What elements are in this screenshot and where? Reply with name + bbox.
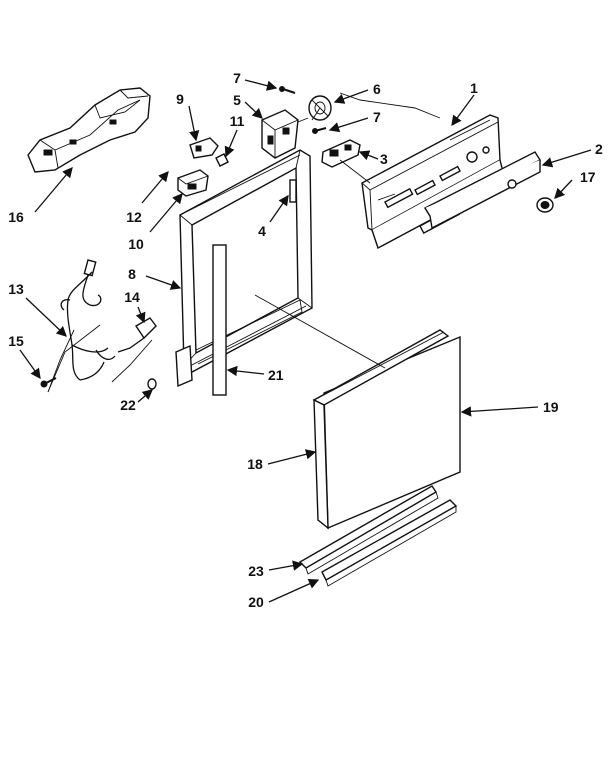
part-20-kick-strip [321, 499, 458, 587]
part-13-wire-harness [47, 259, 116, 393]
callout-22: 22 [120, 397, 136, 413]
callout-7-mid: 7 [373, 109, 381, 125]
part-23-trim [298, 485, 439, 575]
callout-10: 10 [128, 236, 144, 252]
callout-18: 18 [247, 456, 263, 472]
part-16-housing [27, 87, 151, 173]
callout-6: 6 [373, 81, 381, 97]
callout-4: 4 [258, 223, 266, 239]
callout-9: 9 [176, 91, 184, 107]
part-7-screw-top [279, 86, 296, 94]
callout-8: 8 [128, 266, 136, 282]
part-5-switch [261, 109, 309, 159]
part-3-latch [321, 139, 361, 168]
callout-3: 3 [380, 151, 388, 167]
part-14-connector [117, 317, 157, 353]
leader-lines [19, 79, 592, 603]
part-17-knob [536, 197, 554, 213]
callout-11: 11 [230, 113, 245, 129]
callout-21: 21 [268, 367, 284, 383]
callout-17: 17 [580, 169, 596, 185]
part-2-overlay [424, 151, 541, 230]
callout-19: 19 [543, 399, 559, 415]
callout-1: 1 [470, 80, 478, 96]
callout-7-top: 7 [233, 70, 241, 86]
callout-2: 2 [595, 141, 603, 157]
callout-13: 13 [8, 281, 24, 297]
callout-12: 12 [126, 209, 142, 225]
callout-14: 14 [124, 289, 140, 305]
part-9-fitting [189, 137, 219, 159]
part-18-inner-panel [312, 329, 450, 530]
part-22-clip [147, 378, 157, 390]
callout-labels: 1 2 3 4 5 6 7 7 8 9 10 11 12 13 14 15 16… [8, 70, 603, 610]
callout-20: 20 [248, 594, 264, 610]
callout-23: 23 [248, 563, 264, 579]
part-7-screw-mid [312, 127, 327, 134]
part-10-bracket [177, 169, 209, 197]
callout-15: 15 [8, 333, 24, 349]
callout-5: 5 [233, 92, 241, 108]
callout-16: 16 [8, 209, 24, 225]
part-21-strip [212, 244, 227, 396]
